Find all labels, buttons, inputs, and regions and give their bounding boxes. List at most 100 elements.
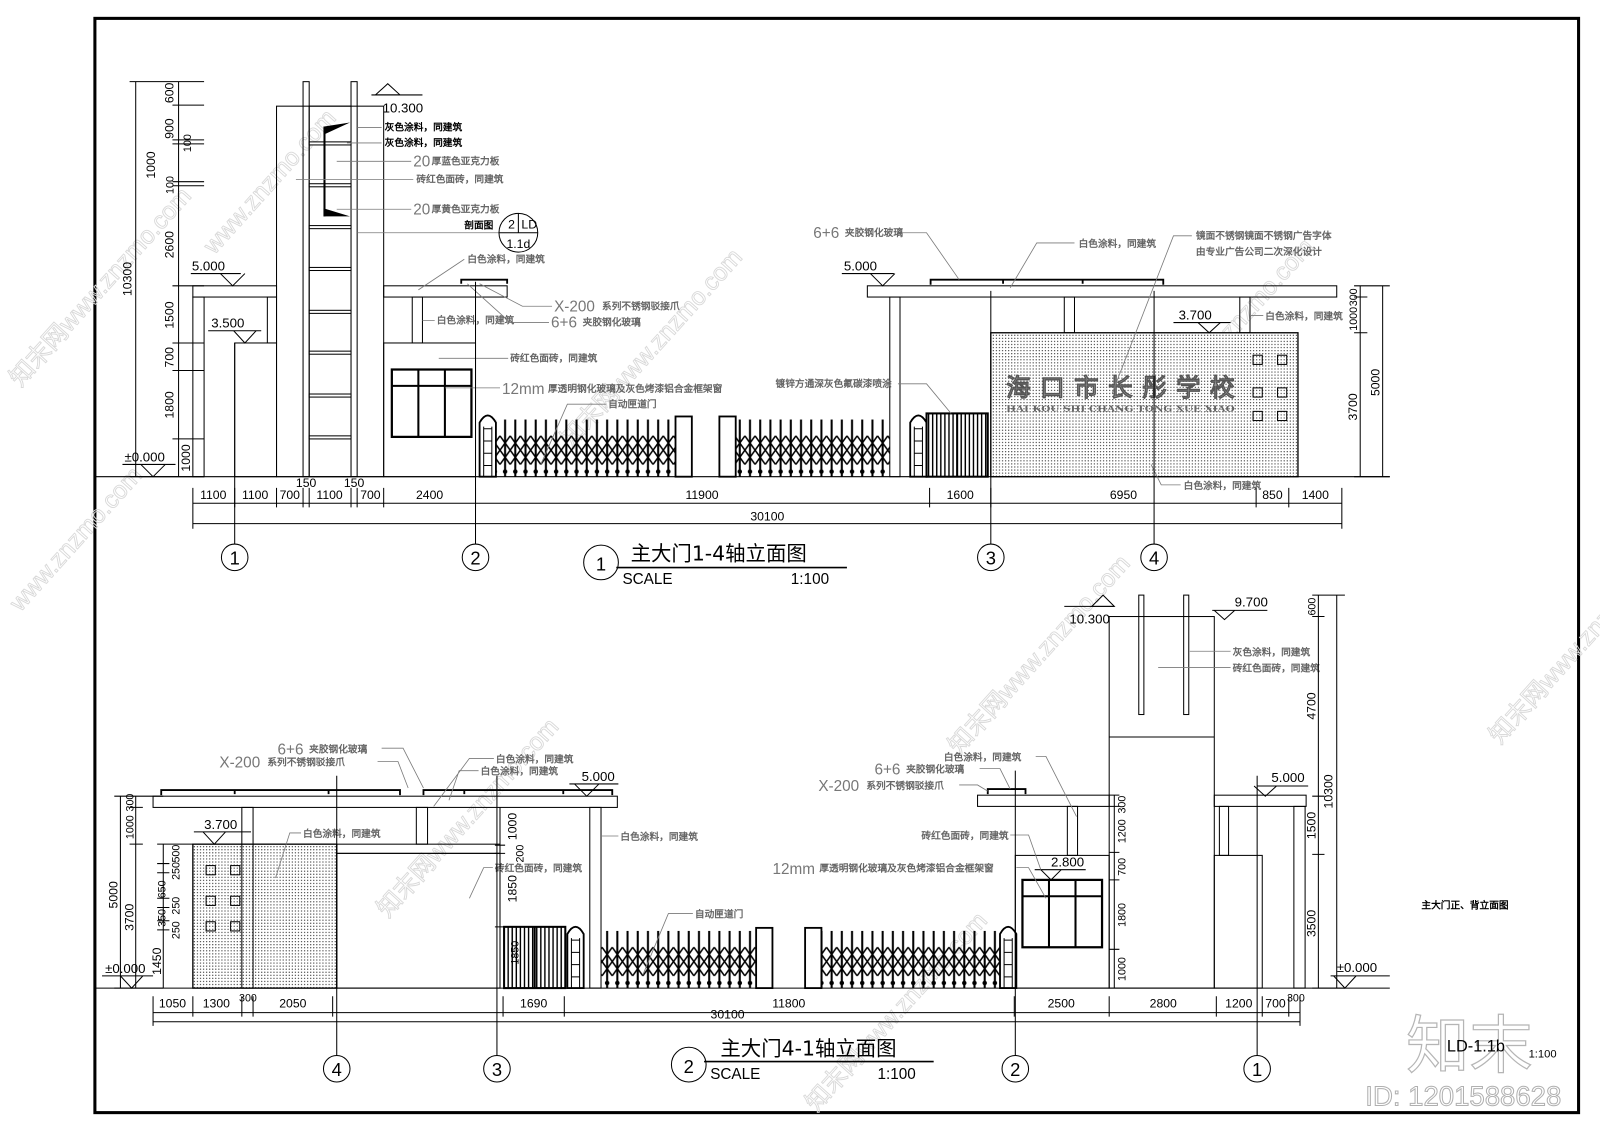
section-label: 剖面图: [464, 219, 493, 232]
dimension-label: 350: [156, 909, 168, 927]
dimension-label: 1400: [1302, 488, 1329, 502]
drawing-title-1: 1 主大门1-4轴立面图 SCALE 1:100: [583, 541, 847, 588]
watermark-brand: 知末: [1406, 1009, 1533, 1083]
annotation-label: 厚蓝色亚克力板: [432, 154, 500, 167]
annotation-label: 白色涂料，同建筑: [467, 252, 545, 265]
annotation-label: 白色涂料，同建筑: [1265, 309, 1343, 322]
dimension-label: 1000: [1348, 307, 1360, 331]
dimension-label: 1300: [203, 996, 230, 1010]
axis-bubble: [322, 1054, 351, 1083]
dimension-label: 600: [1306, 598, 1318, 616]
annotation-label: 白色涂料，同建筑: [620, 830, 698, 843]
annotation-prefix: X-200: [554, 298, 595, 315]
dimension-label: 700: [162, 347, 176, 368]
dimension-label: 30100: [750, 510, 784, 524]
annotation-label: 镀锌方通深灰色氟碳漆喷涂: [776, 377, 893, 390]
annotation-label: 厚黄色亚克力板: [432, 202, 500, 215]
dimension-label: 3700: [1346, 393, 1360, 420]
axis-label: 2: [1010, 1059, 1020, 1080]
level-label: ±0.000: [124, 449, 164, 464]
level-label: 3.700: [204, 817, 237, 832]
dimensions-right: 600 4700 1500 3500 10300: [1304, 594, 1345, 989]
annotation-label: 自动匣道门: [608, 397, 657, 410]
scale-value: 1:100: [878, 1066, 916, 1083]
annotation-label: 灰色涂料，同建筑: [385, 136, 463, 149]
dimension-label: 1600: [947, 488, 974, 502]
entrance-tower: [276, 81, 385, 478]
dimension-label: 700: [280, 488, 301, 502]
dimension-label: 250: [171, 862, 183, 880]
annotation-prefix: X-200: [219, 755, 260, 772]
level-triangle-icon: [220, 273, 246, 287]
annotation-label: 砖红色面砖，同建筑: [416, 173, 503, 186]
dimension-label: 10300: [1322, 774, 1336, 808]
elevation-2: 3.700 5.000 ±0.000 10.300 9.700 2.800 5.…: [93, 594, 1390, 1083]
annotation-label: 白色涂料，同建筑: [1184, 479, 1262, 492]
annotation-prefix: 6+6: [278, 741, 304, 758]
drawing-title: 主大门1-4轴立面图: [631, 541, 807, 565]
dimension-label: 100: [164, 176, 176, 194]
dimension-label: 1100: [242, 488, 268, 502]
dimensions-bottom: 1100 1100 700 150 1100 150 700 2400 1190…: [192, 476, 1343, 529]
watermark-id: ID: 1201588628: [1365, 1080, 1561, 1111]
level-triangle-icon: [202, 831, 226, 845]
annotation-label: 砖红色面砖，同建筑: [510, 351, 597, 364]
dimension-label: 850: [1262, 488, 1283, 502]
level-triangle-icon: [374, 83, 402, 96]
annotations: 灰色涂料，同建筑 灰色涂料，同建筑 20 厚蓝色亚克力板 砖红色面砖，同建筑 2…: [295, 121, 1343, 492]
annotation-label: 系列不锈钢驳接爪: [267, 756, 345, 769]
level-label: ±0.000: [105, 961, 145, 976]
dimensions-bottom: 1050 1300 300 2050 1690 11800 2500 2800 …: [152, 992, 1305, 1026]
dimension-label: 500: [171, 845, 183, 863]
window: [1021, 878, 1104, 949]
level-triangle-icon: [1090, 594, 1116, 607]
annotation-label: 系列不锈钢驳接爪: [602, 299, 680, 312]
section-sheet: LD: [521, 218, 537, 232]
dimension-label: 1000: [144, 151, 158, 178]
dimension-label: 1200: [1117, 819, 1129, 843]
level-triangle-icon: [870, 273, 896, 287]
dimension-label: 5000: [106, 881, 120, 908]
annotation-label: 白色涂料，同建筑: [944, 750, 1022, 763]
dimension-label: 300: [1287, 992, 1305, 1004]
annotation-label: 夹胶钢化玻璃: [906, 763, 964, 776]
level-label: 5.000: [192, 258, 225, 273]
dimension-label: 700: [360, 488, 381, 502]
section-detail: 1.1d: [506, 237, 530, 251]
dimension-label: 10300: [121, 262, 135, 296]
dimensions-left: 10300 600 900 100 1000 100 2600 1500 700…: [121, 81, 205, 478]
gatehouse: [383, 278, 509, 478]
axis-label: 4: [332, 1059, 342, 1080]
dimension-label: 150: [344, 476, 365, 490]
axis-bubble: [977, 543, 1005, 572]
dimension-label: 1100: [316, 488, 342, 502]
dimension-label: 1000: [125, 815, 137, 839]
annotation-prefix: 12mm: [502, 381, 544, 398]
section-number: 2: [508, 218, 515, 232]
annotation-label: 厚透明钢化玻璃及灰色烤漆铝合金框架窗: [548, 382, 723, 395]
annotation-label: 由专业广告公司二次深化设计: [1196, 245, 1322, 258]
dimension-label: 2500: [1048, 996, 1075, 1010]
axis-bubble: [1243, 1054, 1271, 1083]
title-block: 主大门正、背立面图 知末 LD-1.1b 1:100 ID: 120158862…: [1365, 898, 1562, 1112]
annotation-prefix: 6+6: [813, 225, 839, 242]
dimension-label: 700: [1265, 996, 1286, 1010]
dimension-label: 150: [296, 476, 317, 490]
axis-bubble: [220, 543, 249, 572]
dimension-label: 1000: [1117, 957, 1129, 981]
annotation-label: 砖红色面砖，同建筑: [1233, 662, 1320, 675]
annotation-prefix: 20: [413, 153, 430, 170]
axis-grid: 1 2 3 4: [220, 281, 1168, 572]
level-label: 3.700: [1179, 307, 1212, 322]
annotation-label: 镜面不锈钢镜面不锈钢广告字体: [1196, 229, 1332, 242]
dimension-label: 1050: [159, 996, 186, 1010]
dimension-label: 1800: [1117, 903, 1129, 927]
scale-value: 1:100: [791, 571, 829, 588]
dimension-label: 4700: [1304, 692, 1318, 719]
right-canopy: [866, 278, 1338, 478]
drawing-number: 1: [596, 554, 606, 575]
dimension-label: 1200: [1225, 996, 1252, 1010]
dimension-label: 900: [162, 118, 176, 139]
dimensions-left: 5000 300 1000 3700 500 250 650 250 350 2…: [106, 794, 193, 989]
